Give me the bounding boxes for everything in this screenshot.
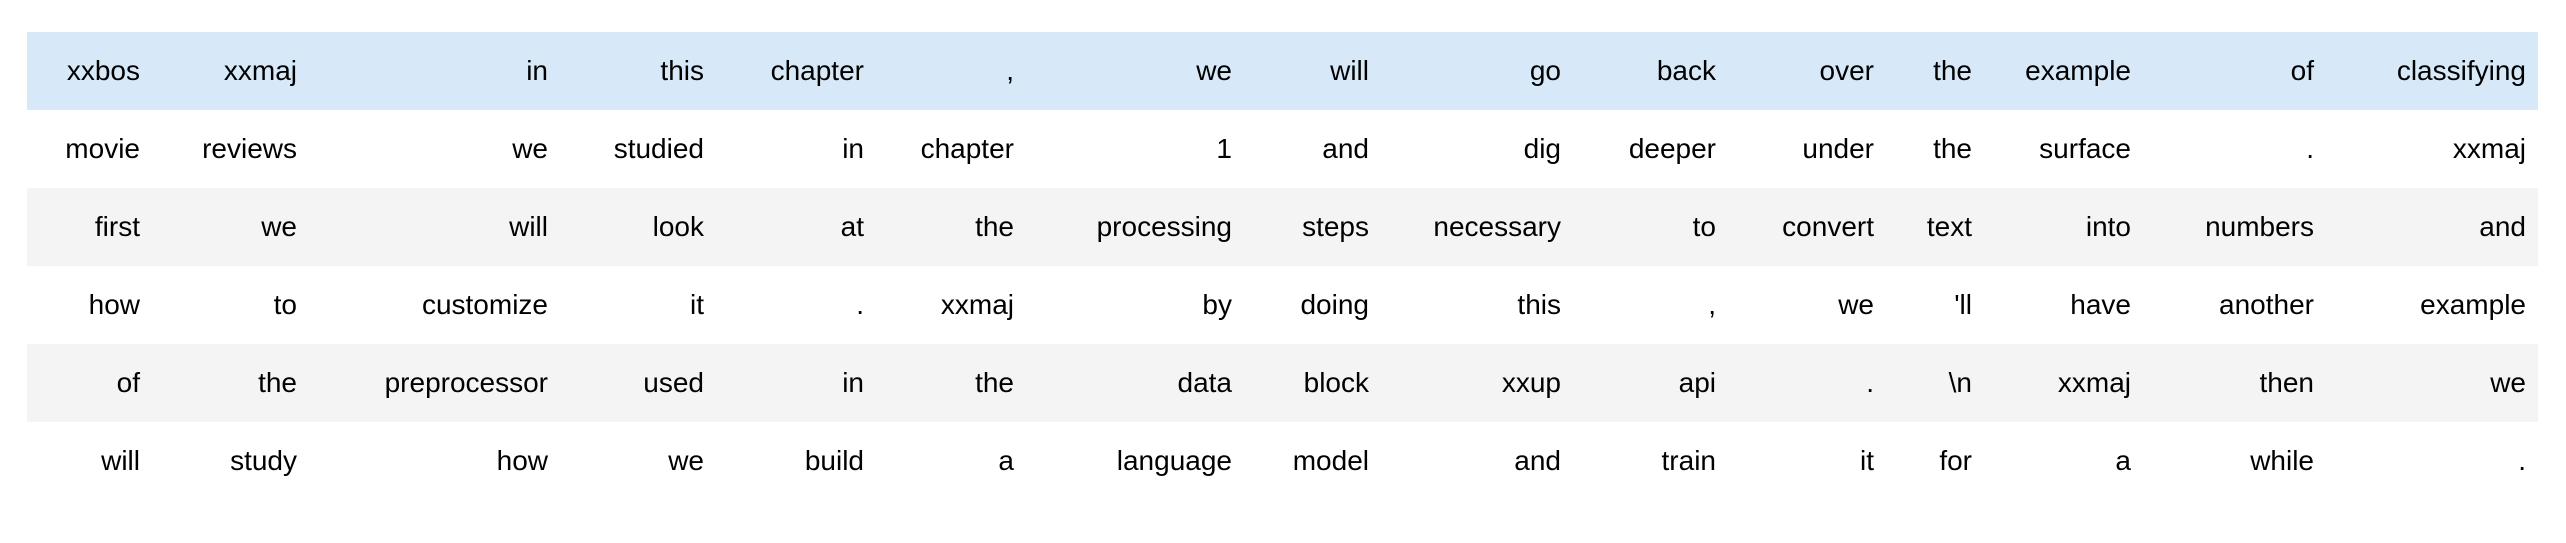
token-cell: xxmaj [876, 266, 1026, 344]
token-cell: this [560, 32, 716, 110]
token-cell: xxmaj [1984, 344, 2143, 422]
token-cell: deeper [1573, 110, 1728, 188]
token-cell: customize [309, 266, 560, 344]
token-cell: , [876, 32, 1026, 110]
token-cell: to [152, 266, 309, 344]
token-cell: 1 [1026, 110, 1244, 188]
token-cell: build [716, 422, 876, 500]
token-cell: first [27, 188, 152, 266]
token-cell: xxup [1381, 344, 1573, 422]
token-cell: it [1728, 422, 1886, 500]
token-cell: in [716, 110, 876, 188]
token-cell: we [309, 110, 560, 188]
token-cell: api [1573, 344, 1728, 422]
token-cell: language [1026, 422, 1244, 500]
token-cell: text [1886, 188, 1984, 266]
token-cell: the [152, 344, 309, 422]
token-cell: and [2326, 188, 2538, 266]
token-cell: in [716, 344, 876, 422]
token-cell: train [1573, 422, 1728, 500]
token-cell: preprocessor [309, 344, 560, 422]
token-cell: will [1244, 32, 1381, 110]
token-cell: we [1026, 32, 1244, 110]
token-cell: will [309, 188, 560, 266]
token-cell: 'll [1886, 266, 1984, 344]
token-cell: xxmaj [152, 32, 309, 110]
token-cell: then [2143, 344, 2326, 422]
token-cell: data [1026, 344, 1244, 422]
token-cell: the [1886, 110, 1984, 188]
token-cell: a [1984, 422, 2143, 500]
token-cell: example [2326, 266, 2538, 344]
token-cell: numbers [2143, 188, 2326, 266]
token-cell: we [2326, 344, 2538, 422]
token-cell: we [152, 188, 309, 266]
token-cell: chapter [876, 110, 1026, 188]
token-cell: and [1381, 422, 1573, 500]
token-cell: into [1984, 188, 2143, 266]
token-cell: block [1244, 344, 1381, 422]
token-cell: while [2143, 422, 2326, 500]
token-cell: we [560, 422, 716, 500]
token-cell: dig [1381, 110, 1573, 188]
token-cell: will [27, 422, 152, 500]
token-cell: studied [560, 110, 716, 188]
token-cell: reviews [152, 110, 309, 188]
token-cell: xxbos [27, 32, 152, 110]
token-cell: the [876, 344, 1026, 422]
token-cell: back [1573, 32, 1728, 110]
token-cell: at [716, 188, 876, 266]
token-cell: classifying [2326, 32, 2538, 110]
token-cell: this [1381, 266, 1573, 344]
token-cell: we [1728, 266, 1886, 344]
token-cell: the [1886, 32, 1984, 110]
token-cell: and [1244, 110, 1381, 188]
token-cell: over [1728, 32, 1886, 110]
token-cell: processing [1026, 188, 1244, 266]
token-cell: in [309, 32, 560, 110]
token-cell: doing [1244, 266, 1381, 344]
token-cell: a [876, 422, 1026, 500]
token-cell: used [560, 344, 716, 422]
token-cell: go [1381, 32, 1573, 110]
token-cell: steps [1244, 188, 1381, 266]
token-cell: how [309, 422, 560, 500]
token-cell: to [1573, 188, 1728, 266]
token-cell: of [27, 344, 152, 422]
token-cell: . [1728, 344, 1886, 422]
token-cell: . [2326, 422, 2538, 500]
token-cell: , [1573, 266, 1728, 344]
token-cell: look [560, 188, 716, 266]
token-cell: chapter [716, 32, 876, 110]
token-cell: for [1886, 422, 1984, 500]
token-cell: another [2143, 266, 2326, 344]
token-cell: by [1026, 266, 1244, 344]
token-cell: example [1984, 32, 2143, 110]
token-cell: \n [1886, 344, 1984, 422]
token-cell: convert [1728, 188, 1886, 266]
token-cell: xxmaj [2326, 110, 2538, 188]
token-cell: model [1244, 422, 1381, 500]
token-cell: necessary [1381, 188, 1573, 266]
token-cell: movie [27, 110, 152, 188]
token-cell: under [1728, 110, 1886, 188]
token-cell: study [152, 422, 309, 500]
token-cell: have [1984, 266, 2143, 344]
token-cell: . [716, 266, 876, 344]
token-cell: . [2143, 110, 2326, 188]
token-cell: surface [1984, 110, 2143, 188]
token-cell: how [27, 266, 152, 344]
token-cell: it [560, 266, 716, 344]
token-cell: of [2143, 32, 2326, 110]
token-cell: the [876, 188, 1026, 266]
